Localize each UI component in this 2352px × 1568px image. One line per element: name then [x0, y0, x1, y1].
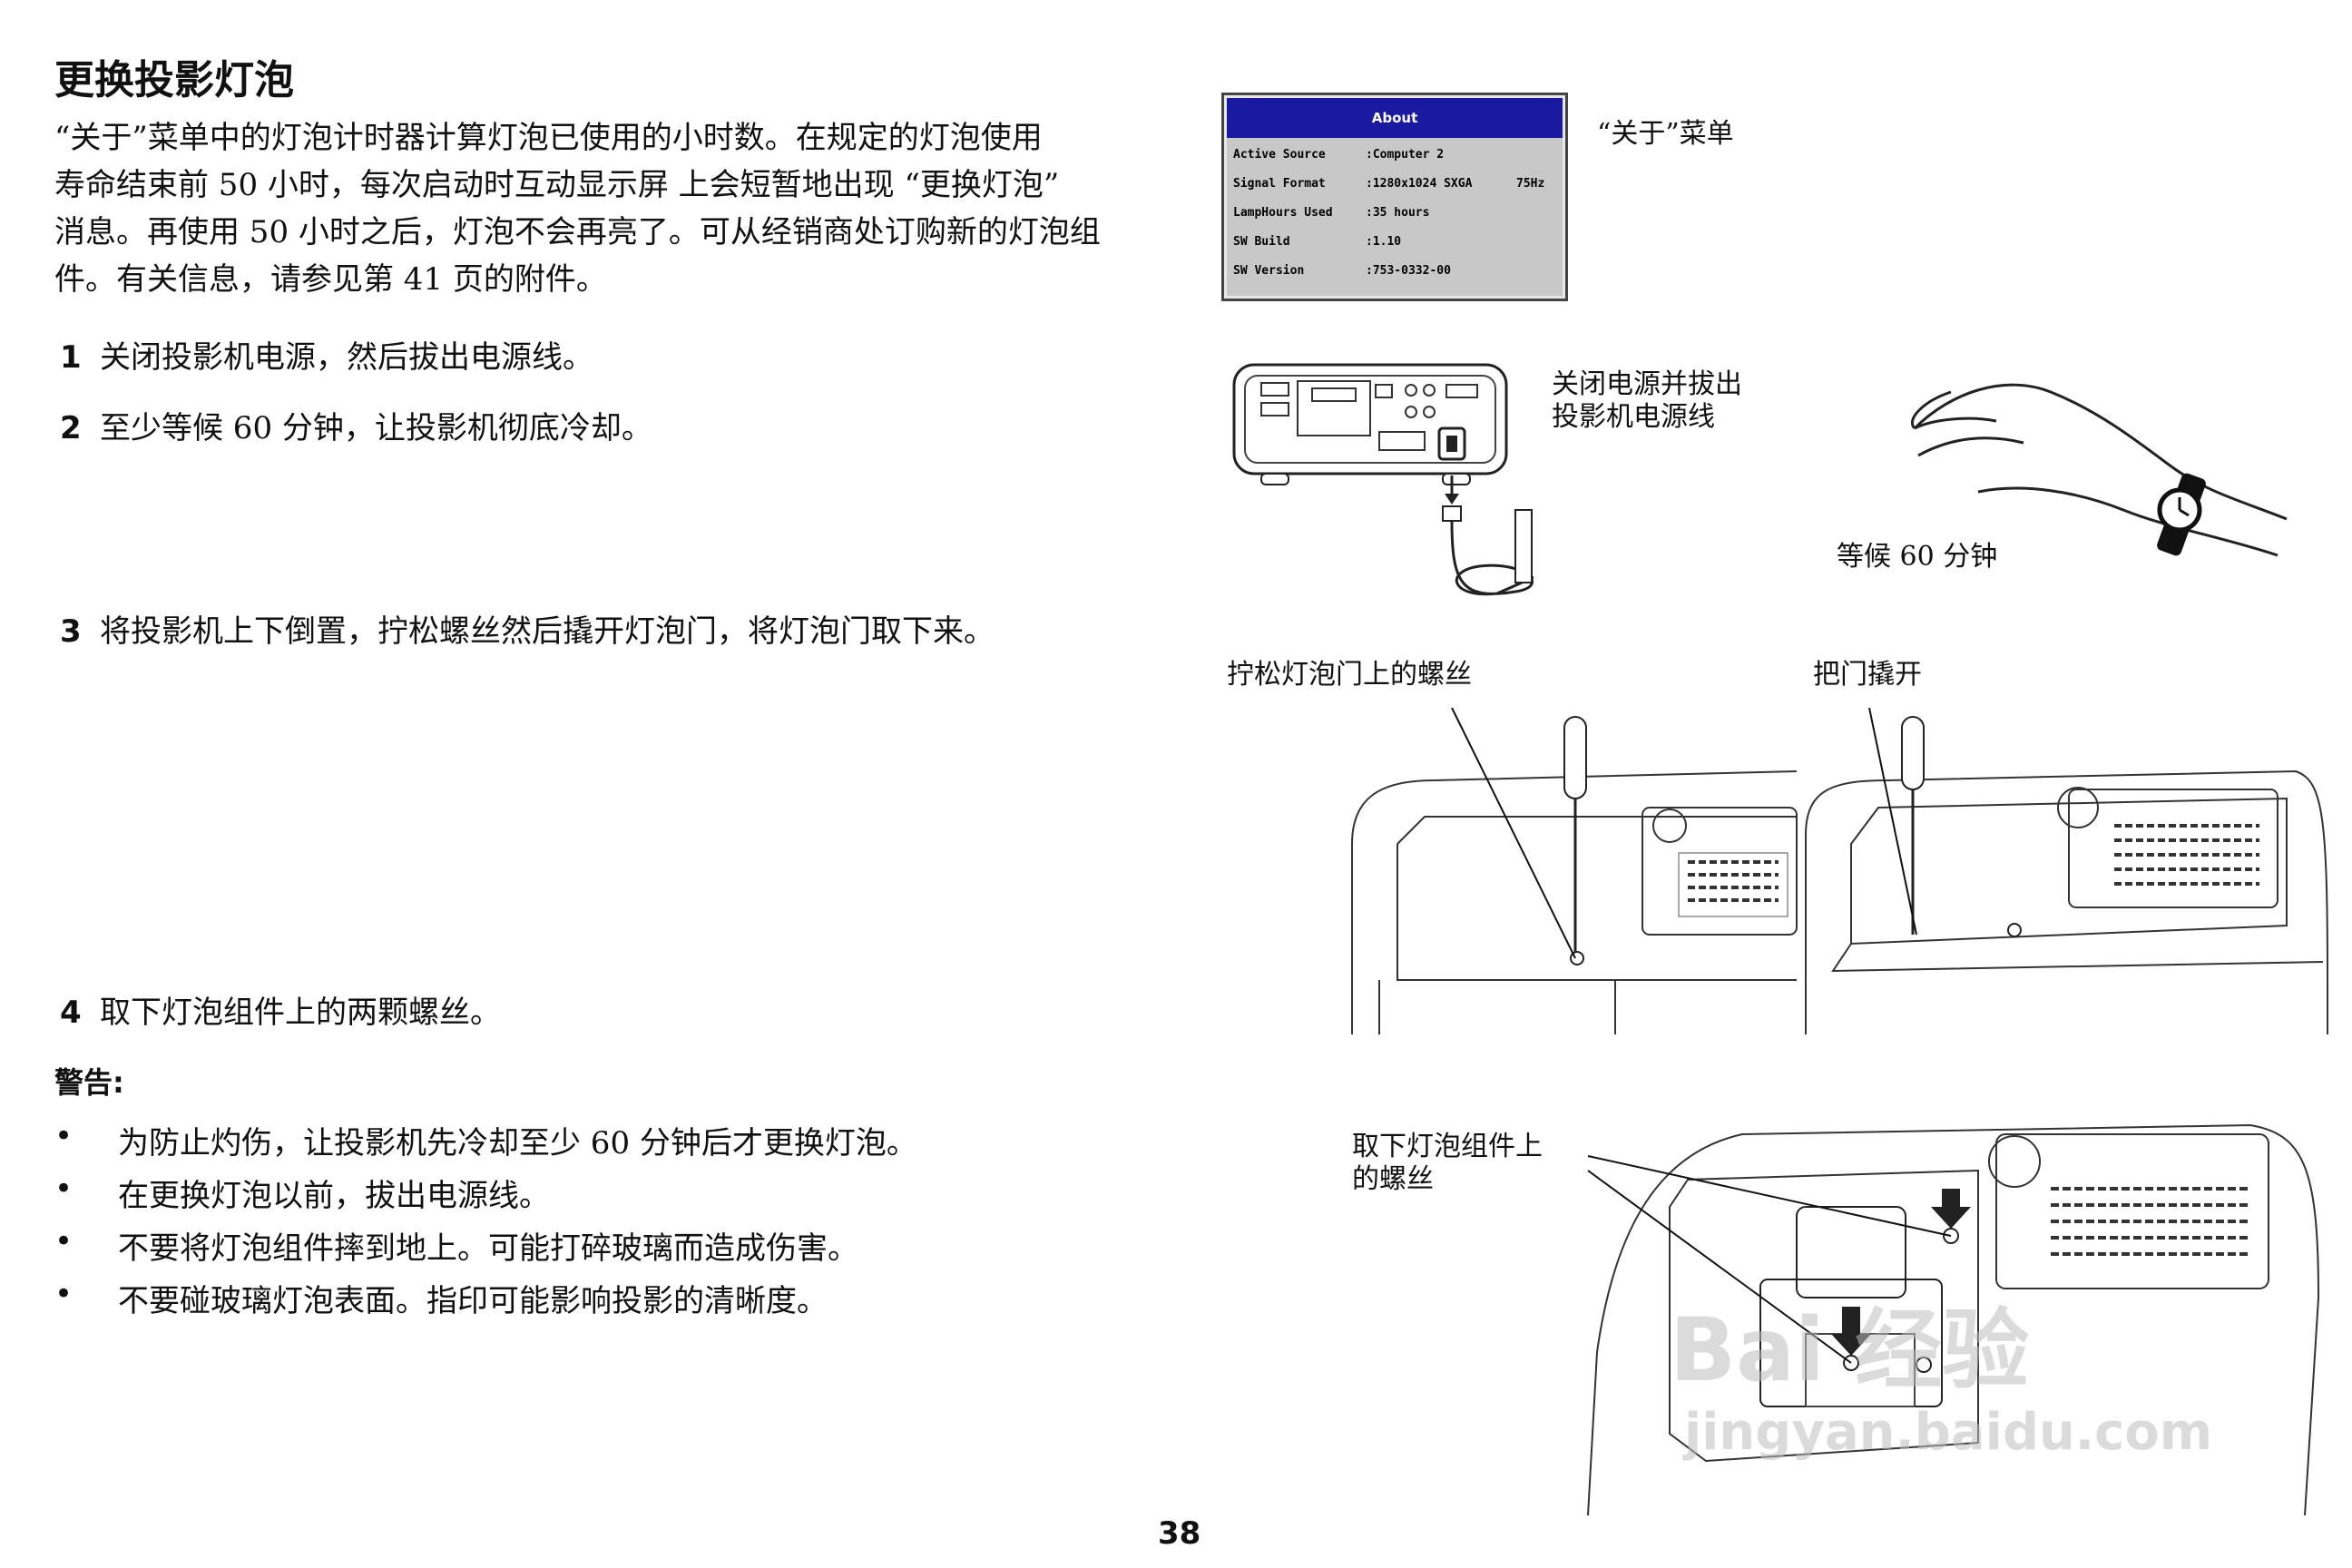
list-item: • 不要将灯泡组件摔到地上。可能打碎玻璃而造成伤害。: [54, 1223, 1180, 1276]
bullet: •: [54, 1171, 74, 1207]
wristwatch-hand-illustration: [1911, 383, 2288, 557]
about-menu-caption: “关于”菜单: [1597, 118, 1734, 150]
page-number: 38: [1158, 1515, 1201, 1552]
about-row: SW Version :753-0332-00: [1224, 264, 1565, 293]
step-4: 4 取下灯泡组件上的两颗螺丝。: [60, 987, 501, 1032]
step-number: 3: [60, 613, 82, 650]
bullet: •: [54, 1276, 74, 1312]
about-row: SW Build :1.10: [1224, 235, 1565, 264]
about-menu-title: About: [1227, 98, 1563, 138]
about-menu-dialog: About Active Source :Computer 2 Signal Fo…: [1221, 93, 1568, 301]
step-text: 将投影机上下倒置，拧松螺丝然后撬开灯泡门，将灯泡门取下来。: [100, 613, 995, 650]
step-text: 关闭投影机电源，然后拔出电源线。: [100, 339, 593, 376]
pry-door-caption: 把门撬开: [1813, 659, 1922, 691]
about-key: Active Source: [1233, 148, 1326, 162]
bullet: •: [54, 1118, 74, 1154]
warning-text: 不要将灯泡组件摔到地上。可能打碎玻璃而造成伤害。: [118, 1230, 858, 1267]
step-1: 1 关闭投影机电源，然后拔出电源线。: [60, 332, 593, 377]
about-key: Signal Format: [1233, 177, 1326, 191]
step-text: 至少等候 60 分钟，让投影机彻底冷却。: [100, 410, 652, 446]
about-value: :753-0332-00: [1366, 264, 1451, 278]
power-caption-line1: 关闭电源并拔出: [1552, 368, 1742, 400]
step-3: 3 将投影机上下倒置，拧松螺丝然后撬开灯泡门，将灯泡门取下来。: [60, 606, 995, 651]
warning-heading: 警告:: [54, 1065, 124, 1100]
watermark-logo: Bai 经验: [1670, 1299, 2030, 1401]
lamp-module-illustration: [1587, 1123, 2320, 1515]
about-row: LampHours Used :35 hours: [1224, 206, 1565, 235]
list-item: • 为防止灼伤，让投影机先冷却至少 60 分钟后才更换灯泡。: [54, 1118, 1180, 1171]
warning-text: 为防止灼伤，让投影机先冷却至少 60 分钟后才更换灯泡。: [118, 1125, 917, 1161]
warning-list: • 为防止灼伤，让投影机先冷却至少 60 分钟后才更换灯泡。 • 在更换灯泡以前，拔…: [54, 1118, 1180, 1328]
watermark-url: jingyan.baidu.com: [1684, 1403, 2213, 1462]
step-number: 4: [60, 995, 82, 1031]
about-extra: [1516, 206, 1553, 235]
about-value: :35 hours: [1366, 206, 1430, 220]
intro-line: 件。有关信息，请参见第 41 页的附件。: [54, 261, 607, 298]
intro-line: “关于”菜单中的灯泡计时器计算灯泡已使用的小时数。在规定的灯泡使用: [54, 120, 1043, 156]
page-title: 更换投影灯泡: [54, 57, 294, 103]
list-item: • 在更换灯泡以前，拔出电源线。: [54, 1171, 1180, 1223]
power-caption-line2: 投影机电源线: [1552, 401, 1715, 433]
about-key: LampHours Used: [1233, 206, 1333, 220]
intro-paragraph: “关于”菜单中的灯泡计时器计算灯泡已使用的小时数。在规定的灯泡使用 寿命结束前 …: [54, 114, 1161, 303]
step-2: 2 至少等候 60 分钟，让投影机彻底冷却。: [60, 403, 652, 447]
step-text: 取下灯泡组件上的两颗螺丝。: [100, 995, 501, 1031]
warning-text: 在更换灯泡以前，拔出电源线。: [118, 1178, 550, 1214]
about-row: Active Source :Computer 2: [1224, 148, 1565, 177]
about-value: :1280x1024 SXGA: [1366, 177, 1473, 191]
list-item: • 不要碰玻璃灯泡表面。指印可能影响投影的清晰度。: [54, 1276, 1180, 1328]
remove-screws-caption-line1: 取下灯泡组件上: [1352, 1131, 1543, 1162]
about-row: Signal Format :1280x1024 SXGA 75Hz: [1224, 177, 1565, 206]
wait-caption: 等候 60 分钟: [1837, 541, 1998, 573]
about-extra: [1516, 264, 1553, 293]
step-number: 1: [60, 339, 82, 376]
about-value: :Computer 2: [1366, 148, 1445, 162]
about-extra: 75Hz: [1516, 177, 1545, 191]
step-number: 2: [60, 410, 82, 446]
about-key: SW Build: [1233, 235, 1290, 249]
about-extra: [1516, 235, 1553, 264]
remove-screws-caption-line2: 的螺丝: [1352, 1163, 1434, 1195]
intro-line: 寿命结束前 50 小时，每次启动时互动显示屏 上会短暂地出现 “更换灯泡”: [54, 167, 1060, 203]
warning-text: 不要碰玻璃灯泡表面。指印可能影响投影的清晰度。: [118, 1283, 828, 1319]
loosen-screw-caption: 拧松灯泡门上的螺丝: [1227, 659, 1472, 691]
about-key: SW Version: [1233, 264, 1305, 278]
projector-rear-illustration: [1232, 363, 1534, 596]
about-extra: [1516, 148, 1553, 177]
lamp-door-illustration: [1351, 708, 2328, 1034]
bullet: •: [54, 1223, 74, 1259]
intro-line: 消息。再使用 50 小时之后，灯泡不会再亮了。可从经销商处订购新的灯泡组: [54, 214, 1101, 250]
about-value: :1.10: [1366, 235, 1402, 249]
